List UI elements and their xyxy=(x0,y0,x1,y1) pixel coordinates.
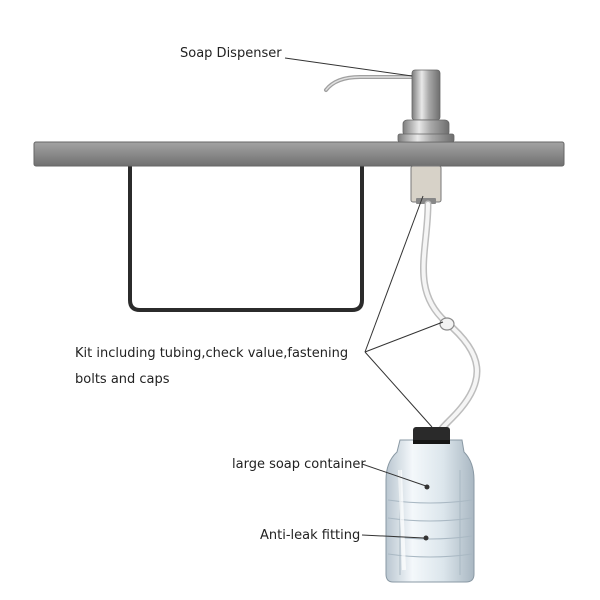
leader-kit-valve xyxy=(364,321,444,353)
dispenser-base xyxy=(397,133,455,143)
under-counter-fitting xyxy=(410,165,442,203)
countertop xyxy=(33,141,565,167)
leader-fitting xyxy=(361,534,425,539)
check-valve xyxy=(439,317,455,331)
label-kit-line-1: Kit including tubing,check value,fasteni… xyxy=(75,346,349,361)
label-kit-line-2: bolts and caps xyxy=(75,372,170,387)
label-anti-leak-fitting: Anti-leak fitting xyxy=(260,528,361,543)
leader-container xyxy=(361,463,427,487)
leader-lines xyxy=(284,57,444,539)
label-soap-dispenser: Soap Dispenser xyxy=(180,46,282,61)
soap-bottle xyxy=(385,439,475,583)
leader-dispenser xyxy=(284,57,413,77)
container-marker xyxy=(424,484,430,490)
bottle-cap xyxy=(413,427,450,443)
dispenser-head xyxy=(411,69,441,121)
fitting-marker xyxy=(423,535,429,541)
leader-kit-cap xyxy=(364,351,433,428)
sink-basin xyxy=(128,165,364,312)
dispenser-spout xyxy=(324,75,415,92)
leader-kit-fitting xyxy=(364,195,424,353)
label-large-soap-container: large soap container xyxy=(232,457,366,472)
